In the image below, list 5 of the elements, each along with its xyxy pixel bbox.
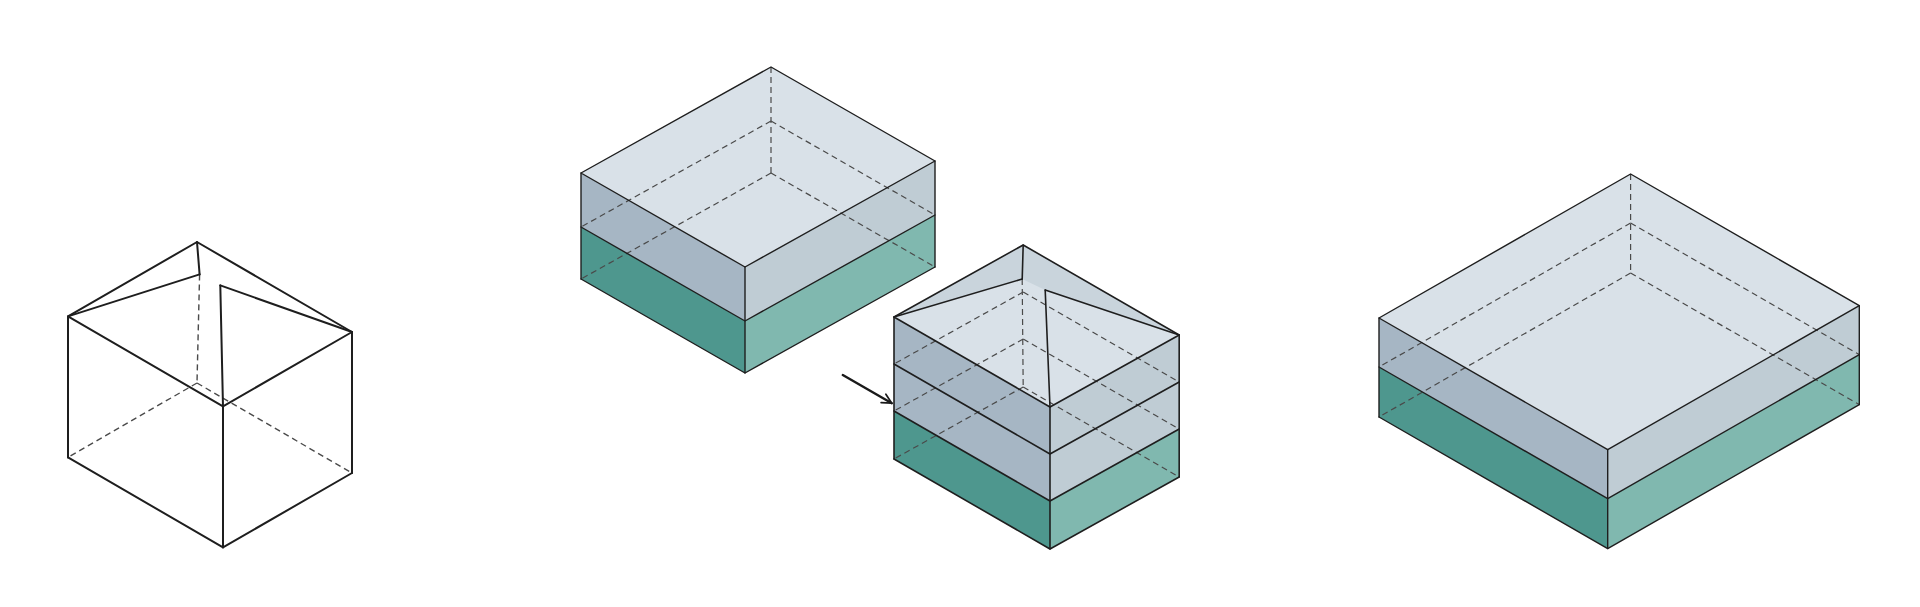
roofed-layered-block xyxy=(891,243,1181,551)
arrow xyxy=(841,373,893,405)
layered-slab xyxy=(1377,171,1862,551)
wireframe-cube xyxy=(65,240,354,550)
layered-block xyxy=(579,65,937,375)
